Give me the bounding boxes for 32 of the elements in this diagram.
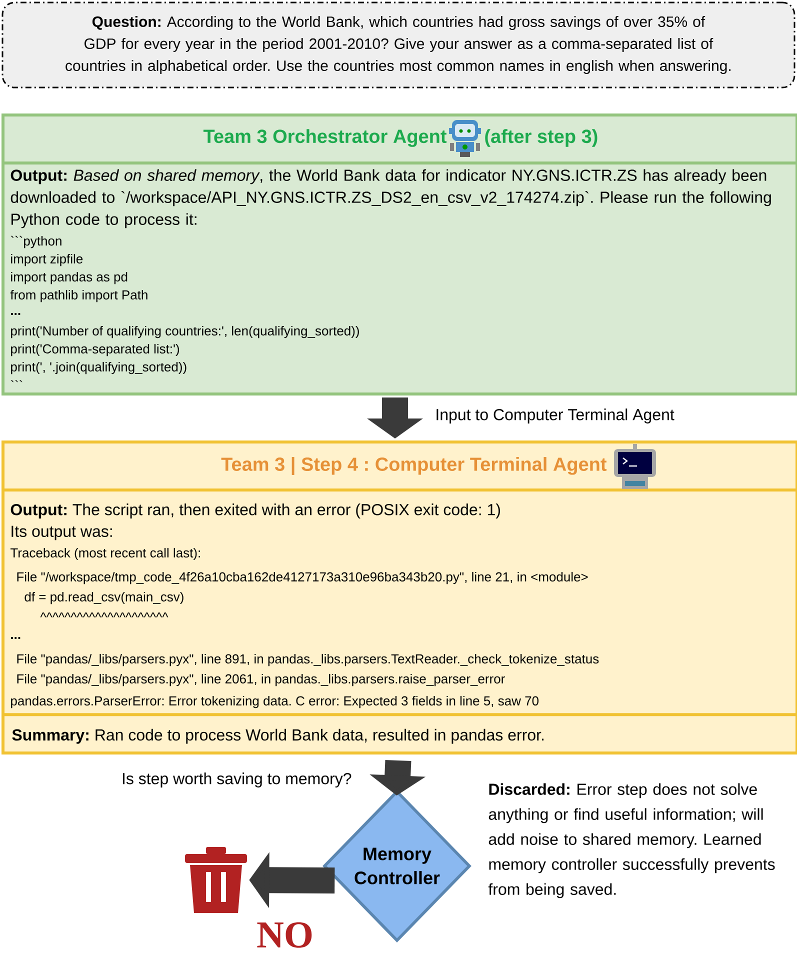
trash-can-icon xyxy=(185,847,247,913)
edge-label: Is step worth saving to memory? xyxy=(120,772,353,788)
code-line: ``` xyxy=(10,380,22,382)
panel-title: Team 3 Orchestrator Agent xyxy=(203,129,447,147)
code-line: print(', '.join(qualifying_sorted)) xyxy=(11,362,186,374)
output-text: Output: The script ran, then exited with an error (POSIX exit code: 1) xyxy=(10,504,500,518)
summary-text: Summary: Ran code to process World Bank data, resulted in pandas error. xyxy=(12,728,544,744)
traceback-line: Traceback (most recent call last): xyxy=(10,548,200,560)
output-text: Output: Based on shared memory, the World Bank data for indicator NY.GNS.ICTR.ZS has already been downloaded to `/workspace/API_NY.GNS.ICTR.ZS_DS2_en_csv_v2_174274.zip`. Please run the following Python code to process it: xyxy=(10,169,771,228)
code-line: ```python xyxy=(10,236,62,248)
code-line: import pandas as pd xyxy=(11,272,128,284)
traceback-line: File "/workspace/tmp_code_4f26a10cba162de4127173a310e96ba343b20.py", line 21, in <module> xyxy=(17,572,588,584)
agent-panel xyxy=(2,440,797,754)
code-line: import zipfile xyxy=(11,254,83,266)
code-line: print('Comma-separated list:') xyxy=(11,344,180,356)
panel-title: (after step 3) xyxy=(485,129,598,147)
agent-panel xyxy=(2,114,797,396)
traceback-line: df = pd.read_csv(main_csv) xyxy=(24,592,184,604)
question-box: Question: According to the World Bank, which countries had gross savings of over 35% of GDP for every year in the period 2001-2010? Give your answer as a comma-separated list of countries in alphabetical order. Use the countries most common names in english when answering. xyxy=(2,2,796,88)
traceback-line: File "pandas/_libs/parsers.pyx", line 891, in pandas._libs.parsers.TextReader._check_tokenize_status xyxy=(17,654,599,666)
traceback-line: ^^^^^^^^^^^^^^^^^^^^^ xyxy=(40,612,168,618)
traceback-line: pandas.errors.ParserError: Error tokenizing data. C error: Expected 3 fields in line 5, saw 70 xyxy=(11,696,539,708)
code-line: print('Number of qualifying countries:', len(qualifying_sorted)) xyxy=(11,326,359,338)
traceback-line: ... xyxy=(11,637,20,639)
edge-label: NO xyxy=(256,921,314,949)
edge-label: Input to Computer Terminal Agent xyxy=(434,408,676,424)
code-line: from pathlib import Path xyxy=(10,290,148,302)
annotation-text: Discarded: Error step does not solve anything or find useful information; will add noise to shared memory. Learned memory controller successfully prevents from being saved. xyxy=(488,783,775,898)
traceback-line: File "pandas/_libs/parsers.pyx", line 2061, in pandas._libs.parsers.raise_parser_error xyxy=(17,674,505,686)
output-text: Its output was: xyxy=(12,526,112,540)
code-line: ... xyxy=(11,313,20,315)
panel-title: Team 3 | Step 4 : Computer Terminal Agent xyxy=(221,457,607,475)
